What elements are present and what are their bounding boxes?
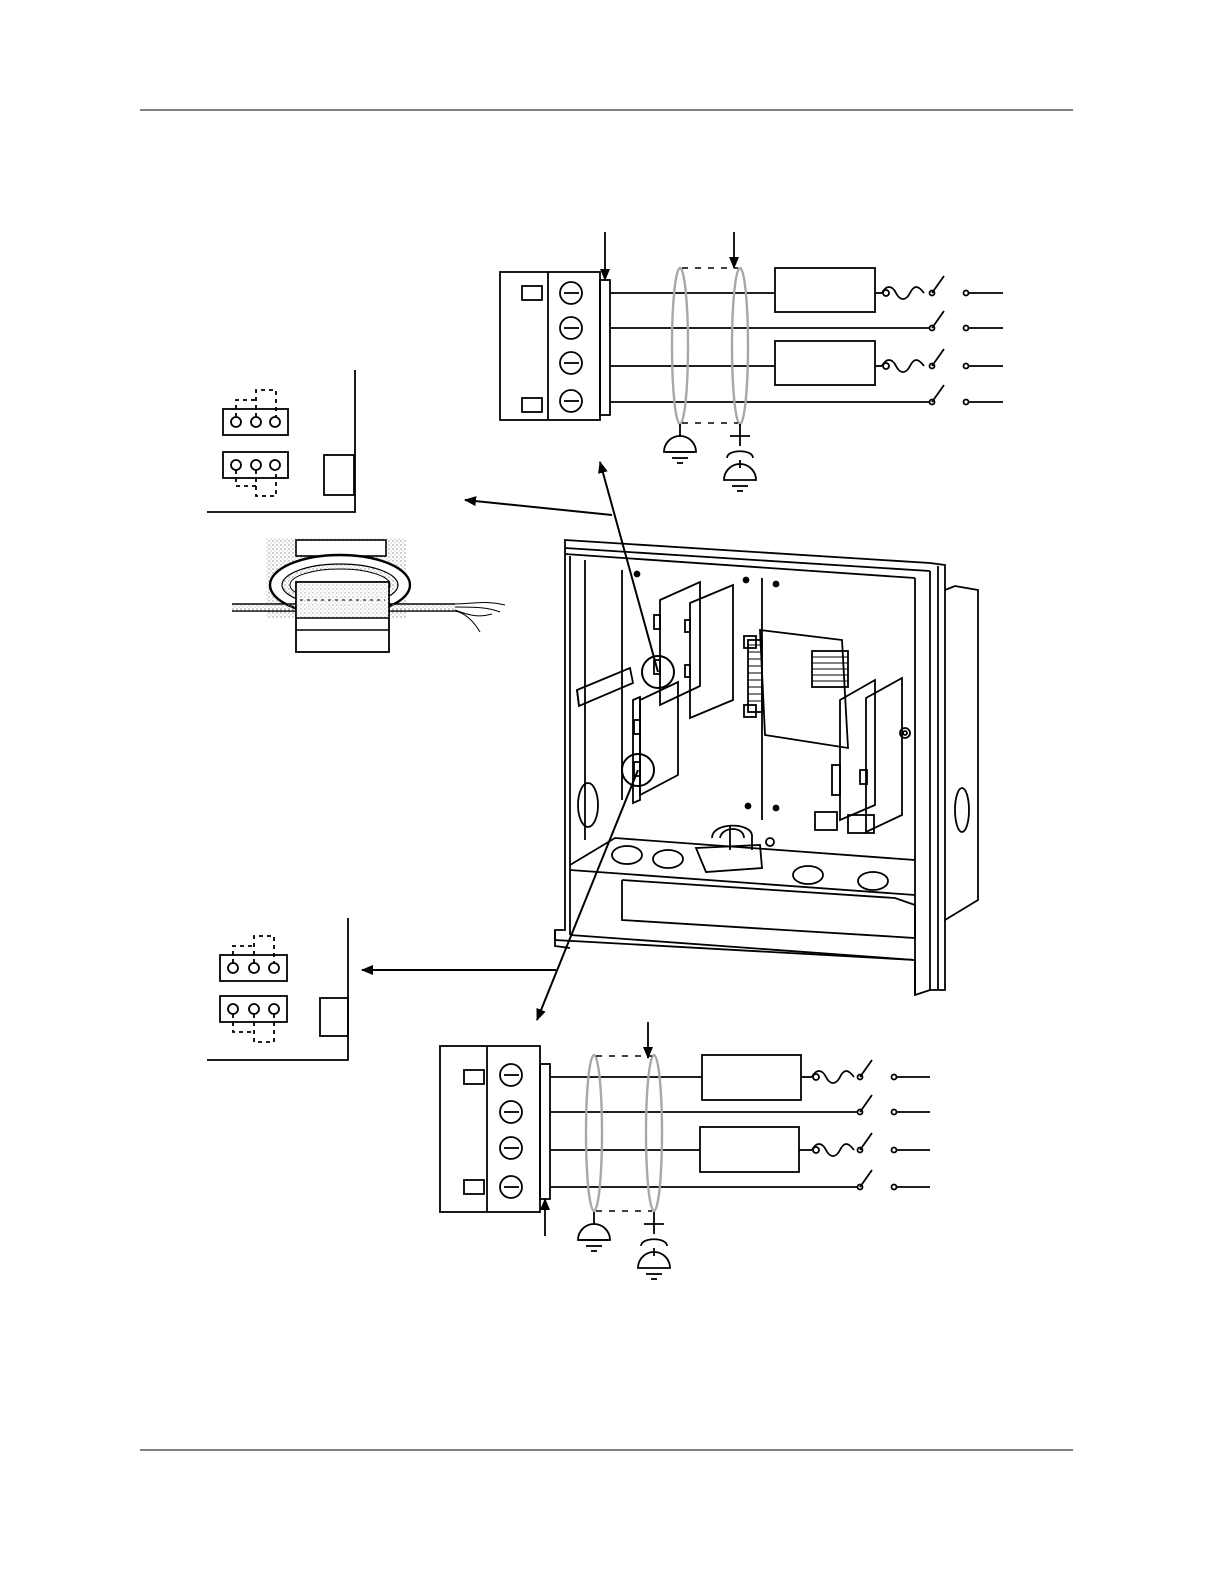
switch-symbol — [930, 385, 1004, 405]
terminal-screw — [500, 1137, 522, 1159]
callout-arrow-upper-terminal — [600, 462, 658, 672]
callout-arrow-upper-jumper — [465, 500, 612, 515]
circuit-board — [760, 630, 848, 748]
switch-symbol — [930, 349, 1004, 369]
terminal-screw — [560, 317, 582, 339]
terminal-screw — [500, 1101, 522, 1123]
switch-symbol — [858, 1060, 931, 1080]
circuit-board — [866, 678, 902, 832]
chassis-ground-icon — [638, 1212, 670, 1279]
switch-symbol — [858, 1170, 931, 1190]
terminal-screw — [500, 1064, 522, 1086]
circuit-board — [690, 585, 733, 718]
chassis-ground-icon — [724, 424, 756, 491]
jumper-header — [223, 409, 288, 435]
cable-shield — [672, 268, 688, 424]
terminal-screw — [560, 282, 582, 304]
enclosure-frame — [555, 540, 945, 995]
ground-icon — [664, 424, 696, 463]
terminal-screw — [560, 390, 582, 412]
upper-terminal-block-detail — [500, 232, 1003, 491]
lower-jumper-detail — [207, 918, 348, 1060]
switch-symbol — [858, 1133, 931, 1153]
ground-icon — [578, 1212, 610, 1251]
switch-symbol — [930, 276, 1004, 296]
jumper-bar — [540, 1064, 550, 1199]
board-outline — [207, 918, 348, 1060]
switch-symbol — [858, 1095, 931, 1115]
connector — [324, 455, 354, 495]
lower-terminal-block-detail — [440, 1022, 930, 1279]
load-box — [775, 268, 875, 312]
load-box — [702, 1055, 801, 1100]
jumper-header — [223, 452, 288, 478]
load-box — [775, 341, 875, 385]
jumper-header — [220, 955, 287, 981]
upper-jumper-detail — [207, 370, 355, 512]
terminal-screw — [560, 352, 582, 374]
connector — [320, 998, 348, 1036]
board-outline — [207, 370, 355, 512]
load-box — [700, 1127, 799, 1172]
terminal-screw — [500, 1176, 522, 1198]
terminal-block-body — [440, 1046, 540, 1212]
terminal-block-body — [500, 272, 600, 420]
jumper-bar — [600, 280, 610, 415]
ferrite-core-detail — [232, 538, 505, 652]
enclosure-view — [555, 540, 978, 995]
switch-symbol — [930, 311, 1004, 331]
callout-arrows — [362, 462, 658, 1020]
jumper-header — [220, 996, 287, 1022]
cable-shield — [732, 268, 748, 424]
